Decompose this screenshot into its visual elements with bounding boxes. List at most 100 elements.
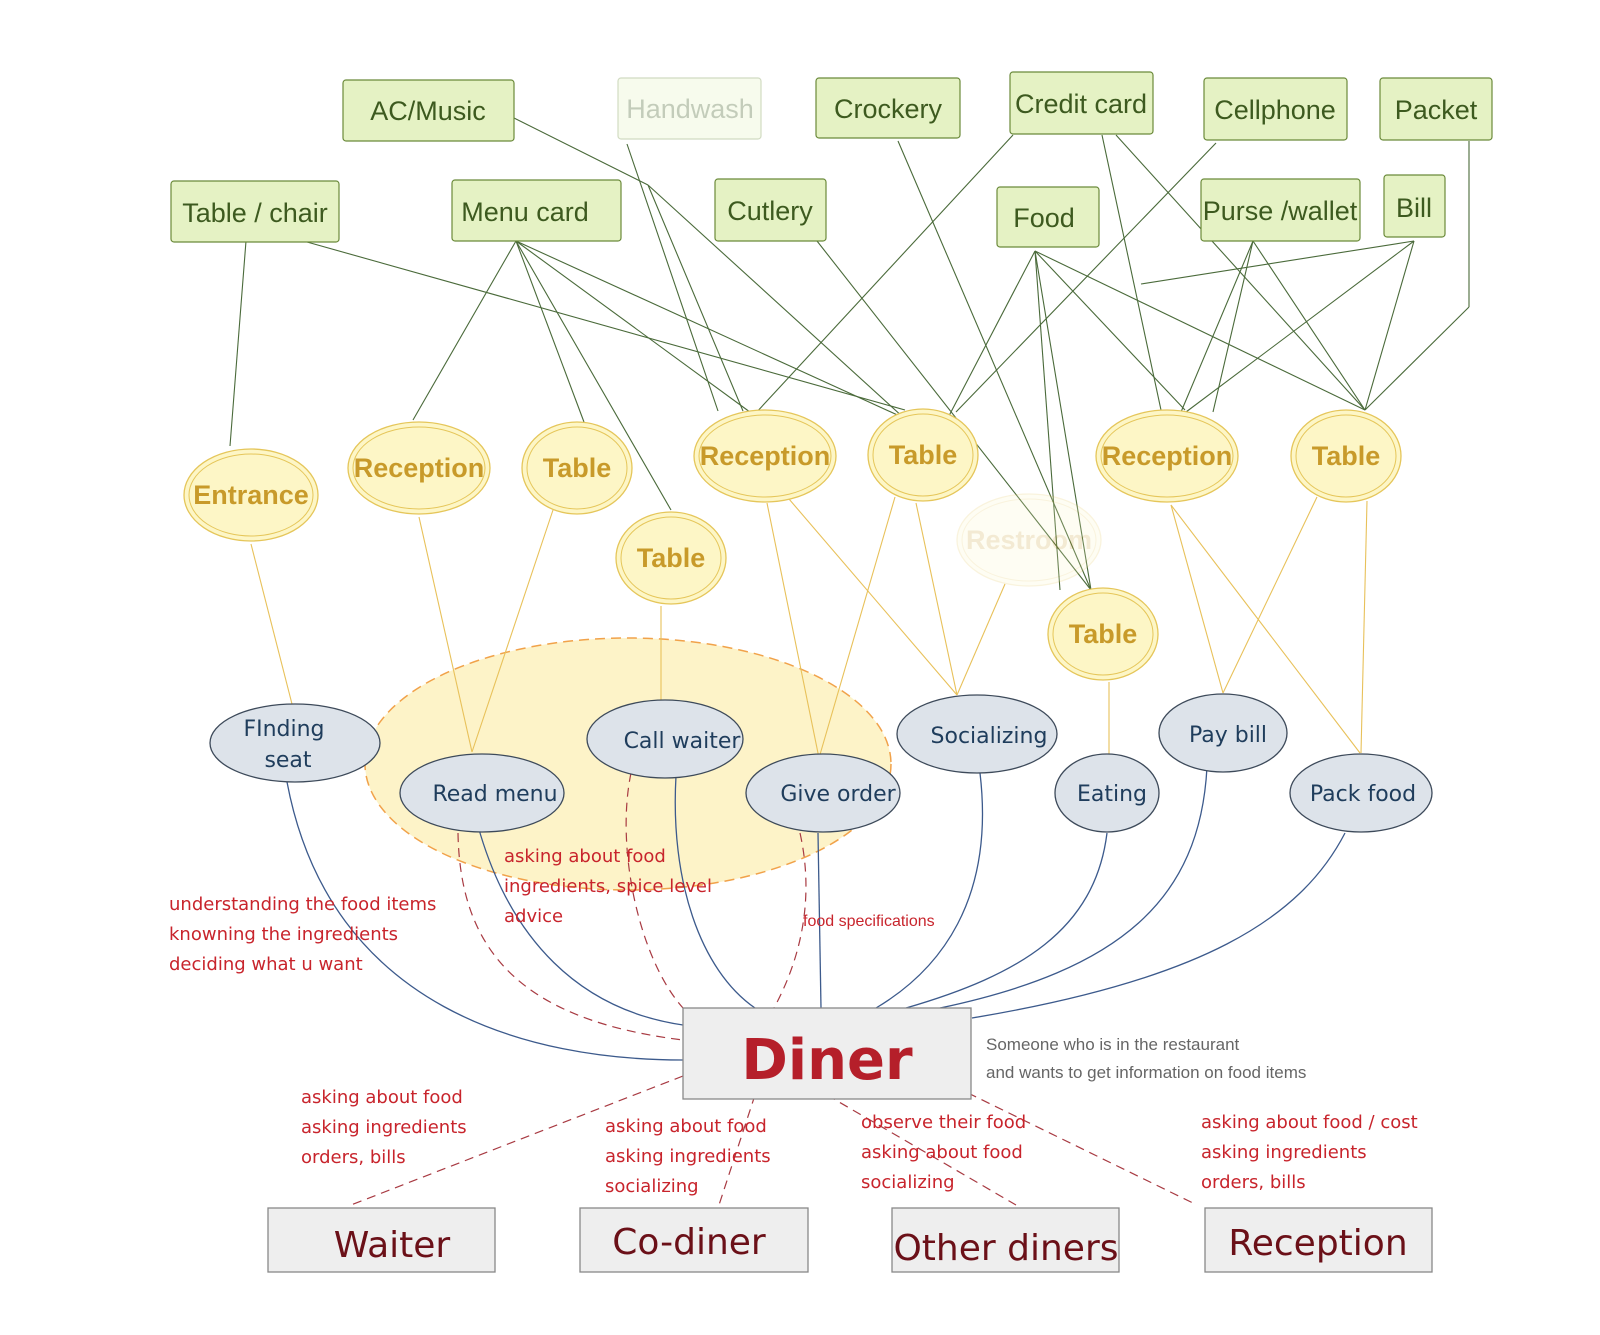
note-other-diners: observe their food asking about food soc…	[861, 1112, 1026, 1193]
svg-text:Menu card: Menu card	[461, 197, 589, 227]
svg-text:Other diners: Other diners	[893, 1228, 1118, 1269]
note-waiter: asking about food asking ingredients ord…	[301, 1087, 467, 1168]
svg-text:Food: Food	[1013, 203, 1075, 233]
note-understanding: understanding the food items knowning th…	[169, 894, 436, 975]
location-table-4: Table	[1047, 587, 1159, 681]
svg-text:Eating: Eating	[1077, 782, 1147, 807]
location-table-2: Table	[615, 511, 727, 605]
role-nodes: Waiter Co-diner Other diners Reception	[267, 1207, 1433, 1273]
activity-links	[286, 766, 1346, 1061]
svg-text:orders, bills: orders, bills	[301, 1147, 406, 1168]
note-asking-spice: asking about food ingredients, spice lev…	[504, 846, 712, 927]
location-restroom: Restroom	[956, 493, 1102, 587]
object-cutlery: Cutlery	[714, 178, 827, 242]
dashed-links	[350, 772, 1198, 1206]
object-boxes: AC/Music Handwash Crockery Credit card C…	[170, 71, 1493, 248]
svg-text:knowning the ingredients: knowning the ingredients	[169, 924, 398, 945]
location-reception-1: Reception	[347, 421, 491, 515]
activity-pack-food: Pack food	[1289, 753, 1433, 833]
svg-text:Table: Table	[543, 453, 612, 483]
location-table-5: Table	[1290, 409, 1402, 503]
svg-text:Someone who is in the restaura: Someone who is in the restaurant	[986, 1035, 1240, 1054]
svg-text:Cutlery: Cutlery	[727, 196, 813, 226]
svg-text:Read menu: Read menu	[432, 782, 557, 807]
object-credit-card: Credit card	[1009, 71, 1154, 135]
svg-text:and wants to get information o: and wants to get information on food ite…	[986, 1063, 1306, 1082]
svg-text:asking ingredients: asking ingredients	[301, 1117, 467, 1138]
svg-text:asking ingredients: asking ingredients	[605, 1146, 771, 1167]
object-handwash: Handwash	[617, 77, 762, 140]
location-nodes: Entrance Reception Table Table Reception…	[183, 408, 1402, 681]
svg-text:Give order: Give order	[780, 782, 896, 807]
note-reception: asking about food / cost asking ingredie…	[1201, 1112, 1418, 1193]
location-links	[250, 496, 1368, 759]
object-food: Food	[996, 186, 1100, 248]
svg-text:advice: advice	[504, 906, 563, 927]
role-waiter: Waiter	[267, 1207, 496, 1273]
note-codiner: asking about food asking ingredients soc…	[605, 1116, 771, 1197]
svg-text:Table: Table	[637, 543, 706, 573]
svg-text:Bill: Bill	[1396, 193, 1432, 223]
svg-text:orders, bills: orders, bills	[1201, 1172, 1306, 1193]
svg-text:Reception: Reception	[1102, 441, 1233, 471]
object-cellphone: Cellphone	[1203, 77, 1348, 141]
svg-text:Restroom: Restroom	[966, 525, 1092, 555]
svg-text:Handwash: Handwash	[626, 94, 754, 124]
svg-text:asking about food: asking about food	[605, 1116, 767, 1137]
svg-text:asking about food: asking about food	[504, 846, 666, 867]
role-codiner: Co-diner	[579, 1207, 809, 1273]
svg-text:Co-diner: Co-diner	[612, 1222, 766, 1263]
svg-text:FInding: FInding	[243, 717, 324, 742]
svg-text:Pay bill: Pay bill	[1189, 723, 1267, 748]
svg-text:asking about food: asking about food	[861, 1142, 1023, 1163]
object-purse-wallet: Purse /wallet	[1200, 178, 1361, 242]
svg-text:understanding the food items: understanding the food items	[169, 894, 436, 915]
location-table-3: Table	[867, 408, 979, 502]
svg-text:socializing: socializing	[605, 1176, 699, 1197]
location-table-1: Table	[521, 421, 633, 515]
activity-nodes: FInding seat Read menu Call waiter Give …	[209, 693, 1433, 833]
object-packet: Packet	[1379, 77, 1493, 141]
svg-text:Crockery: Crockery	[834, 94, 943, 124]
svg-text:Packet: Packet	[1395, 95, 1478, 125]
object-table-chair: Table / chair	[170, 180, 340, 243]
location-reception-3: Reception	[1095, 409, 1239, 503]
svg-text:Entrance: Entrance	[193, 480, 309, 510]
svg-text:asking ingredients: asking ingredients	[1201, 1142, 1367, 1163]
svg-text:Table: Table	[889, 440, 958, 470]
svg-text:Purse /wallet: Purse /wallet	[1203, 196, 1358, 226]
svg-text:Cellphone: Cellphone	[1214, 95, 1336, 125]
role-other-diners: Other diners	[891, 1207, 1120, 1273]
object-crockery: Crockery	[815, 77, 961, 139]
activity-read-menu: Read menu	[399, 753, 565, 833]
diner-node: Diner	[682, 1007, 972, 1100]
svg-text:socializing: socializing	[861, 1172, 955, 1193]
svg-text:Table / chair: Table / chair	[182, 198, 328, 228]
svg-text:asking about food / cost: asking about food / cost	[1201, 1112, 1418, 1133]
svg-text:observe their food: observe their food	[861, 1112, 1026, 1133]
location-reception-2: Reception	[693, 409, 837, 503]
role-reception: Reception	[1204, 1207, 1433, 1273]
svg-text:asking about food: asking about food	[301, 1087, 463, 1108]
note-food-specs: food specifications	[803, 913, 935, 930]
annotations: understanding the food items knowning th…	[169, 846, 1418, 1197]
svg-text:Waiter: Waiter	[334, 1225, 451, 1266]
object-menu-card: Menu card	[451, 179, 622, 242]
note-diner-desc: Someone who is in the restaurant and wan…	[986, 1035, 1306, 1082]
svg-text:Call waiter: Call waiter	[624, 729, 742, 754]
location-entrance: Entrance	[183, 448, 319, 542]
svg-text:Reception: Reception	[1228, 1223, 1407, 1264]
svg-text:Credit card: Credit card	[1015, 89, 1147, 119]
activity-finding-seat: FInding seat	[209, 703, 381, 783]
svg-text:Table: Table	[1069, 619, 1138, 649]
activity-call-waiter: Call waiter	[586, 699, 744, 779]
object-ac-music: AC/Music	[342, 79, 515, 142]
activity-socializing: Socializing	[896, 694, 1058, 774]
svg-text:Diner: Diner	[741, 1028, 913, 1093]
svg-text:Pack food: Pack food	[1310, 782, 1416, 807]
svg-text:Socializing: Socializing	[931, 724, 1048, 749]
svg-text:Reception: Reception	[354, 453, 485, 483]
svg-text:Reception: Reception	[700, 441, 831, 471]
